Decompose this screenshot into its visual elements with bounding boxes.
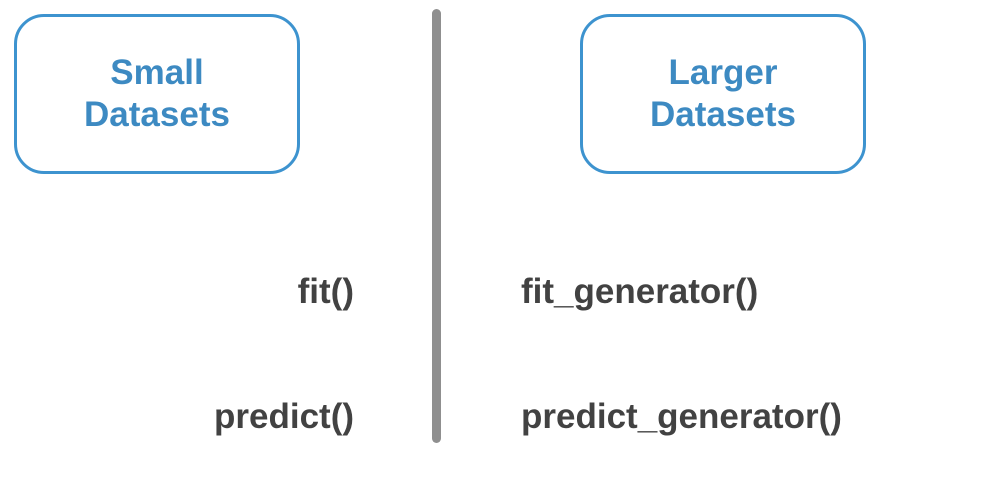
small-datasets-line1: Small: [110, 53, 204, 92]
small-datasets-box: Small Datasets: [14, 14, 300, 174]
larger-datasets-line2: Datasets: [650, 95, 796, 134]
predict-method-label: predict(): [214, 397, 354, 436]
fit-method-label: fit(): [297, 272, 354, 311]
larger-datasets-line1: Larger: [668, 53, 778, 92]
larger-datasets-box: Larger Datasets: [580, 14, 866, 174]
predict-generator-method-label: predict_generator(): [521, 397, 842, 436]
vertical-divider: [432, 9, 441, 443]
small-datasets-line2: Datasets: [84, 95, 230, 134]
fit-generator-method-label: fit_generator(): [521, 272, 759, 311]
